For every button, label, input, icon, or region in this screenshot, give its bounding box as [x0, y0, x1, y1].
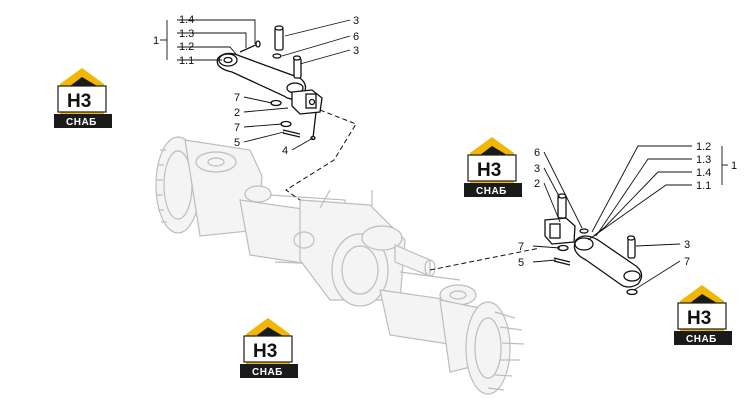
right-callout-labels: 6 3 2 1.2 1.3 1 1.4 1.1 7 5 3 7 — [518, 141, 737, 269]
callout-7: 7 — [518, 241, 524, 253]
watermark-logo: H3 СНАБ — [53, 67, 113, 129]
callout-6: 6 — [534, 147, 540, 159]
callout-1-1: 1.1 — [696, 180, 711, 192]
callout-1-3: 1.3 — [179, 28, 194, 40]
callout-4: 4 — [282, 145, 288, 157]
callout-6: 6 — [353, 31, 359, 43]
right-steering-arm-assembly — [544, 193, 643, 296]
callout-7: 7 — [234, 122, 240, 134]
assembly-connector-lines — [285, 109, 541, 271]
right-leader-lines — [532, 145, 728, 291]
callout-5: 5 — [234, 137, 240, 149]
callout-1: 1 — [731, 160, 737, 172]
callout-2: 2 — [234, 107, 240, 119]
left-leader-lines — [160, 19, 351, 151]
watermark-caption: СНАБ — [252, 367, 283, 378]
callout-1-2: 1.2 — [179, 41, 194, 53]
watermark-logo: H3 СНАБ — [239, 317, 299, 379]
watermark-logo: H3 СНАБ — [463, 136, 523, 198]
callout-3: 3 — [684, 239, 690, 251]
callout-3: 3 — [534, 163, 540, 175]
callout-7: 7 — [234, 92, 240, 104]
callout-1-2: 1.2 — [696, 141, 711, 153]
callout-1-3: 1.3 — [696, 154, 711, 166]
watermark-caption: СНАБ — [66, 117, 97, 128]
callout-3: 3 — [353, 15, 359, 27]
watermark-caption: СНАБ — [476, 186, 507, 197]
callout-1-4: 1.4 — [696, 167, 711, 179]
watermark-letters: H3 — [67, 91, 91, 112]
watermark-letters: H3 — [477, 160, 501, 181]
axle-housing-illustration — [155, 136, 525, 395]
callout-1-4: 1.4 — [179, 14, 194, 26]
watermark-letters: H3 — [253, 341, 277, 362]
left-steering-arm-assembly — [216, 25, 323, 141]
callout-2: 2 — [534, 178, 540, 190]
watermark-caption: СНАБ — [686, 334, 717, 345]
watermark-letters: H3 — [687, 308, 711, 329]
left-callout-labels: 1.4 1.3 1 1.2 1.1 3 6 3 7 2 7 5 4 — [153, 14, 359, 157]
watermark-logo: H3 СНАБ — [673, 284, 733, 346]
callout-1: 1 — [153, 35, 159, 47]
callout-1-1: 1.1 — [179, 55, 194, 67]
callout-3: 3 — [353, 45, 359, 57]
callout-5: 5 — [518, 257, 524, 269]
callout-7: 7 — [684, 256, 690, 268]
